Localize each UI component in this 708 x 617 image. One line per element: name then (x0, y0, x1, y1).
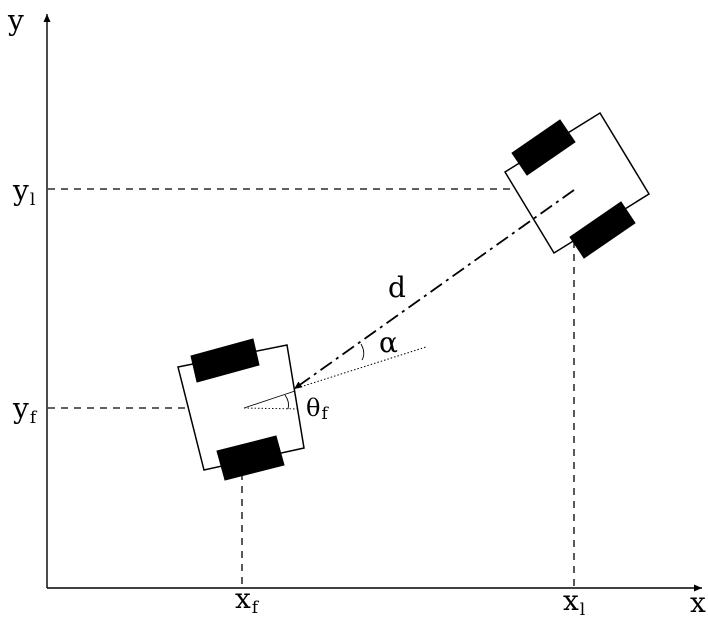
alpha-label: α (379, 326, 398, 359)
theta-label: θf (306, 394, 329, 424)
leader-x-label: xl (563, 584, 585, 617)
follower-robot (177, 338, 305, 481)
heading-extension-line (293, 346, 427, 390)
distance-line (293, 189, 575, 390)
follower-y-label: yf (12, 392, 38, 428)
alpha-arc (360, 343, 365, 361)
follower-x-label: xf (235, 582, 260, 617)
leader-wheel-top (511, 119, 576, 176)
x-axis-label: x (690, 586, 706, 617)
follower-wheel-bottom (216, 435, 285, 481)
leader-y-label: yl (12, 174, 35, 210)
leader-wheel-bottom (569, 201, 636, 259)
distance-label: d (388, 271, 406, 304)
theta-arc (284, 394, 290, 410)
heading-line (243, 390, 296, 409)
y-axis-label: y (7, 4, 24, 37)
horizontal-reference-line (243, 407, 301, 410)
follower-wheel-top (190, 338, 260, 383)
leader-robot (503, 111, 651, 259)
